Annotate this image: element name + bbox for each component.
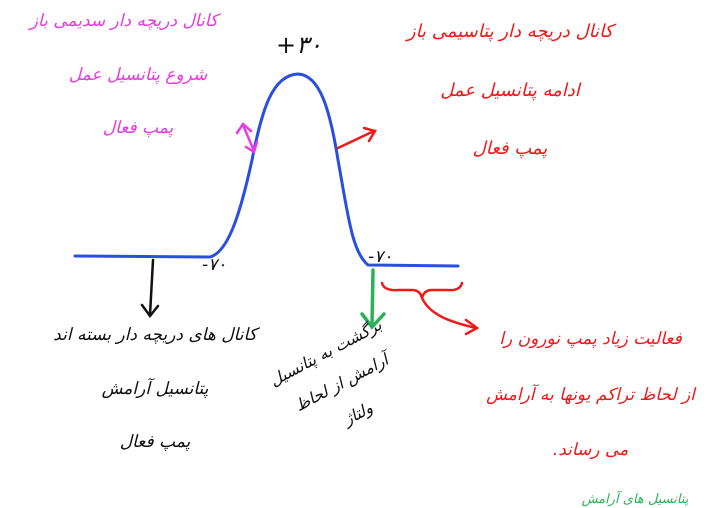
magenta-double-arrow (235, 122, 259, 154)
sodium-note-line-1: کانال دریچه دار سدیمی باز (29, 11, 218, 31)
green-return-arrow (360, 268, 386, 330)
sodium-note-line-3: پمپ فعال (102, 118, 174, 139)
potassium-note-line-1: کانال دریچه دار پتاسیمی باز (406, 21, 614, 42)
resting-note-line-1: کانال های دریچه دار بسته اند (53, 325, 257, 345)
red-brace (380, 281, 480, 336)
cut-off-note: پتانسیل های آرامش (581, 492, 689, 507)
rest-voltage-label-left: -٧٠ (202, 255, 227, 275)
pump-note-line-1: فعالیت زیاد پمپ نورون را (499, 329, 682, 349)
sodium-channel-note: کانال دریچه دار سدیمی باز شروع پتانسیل ع… (29, 11, 218, 139)
potassium-note-line-3: پمپ فعال (472, 138, 548, 160)
resting-note-line-3: پمپ فعال (119, 432, 191, 453)
pump-activity-note: فعالیت زیاد پمپ نورون را از لحاظ تراکم ی… (468, 329, 713, 461)
pump-note-line-3: می رساند. (552, 440, 629, 461)
resting-note-line-2: پتانسیل آرامش (101, 378, 209, 399)
rest-arrow (140, 258, 160, 319)
action-potential-curve (73, 72, 460, 268)
potassium-note-line-2: ادامه پتانسیل عمل (440, 79, 580, 101)
peak-voltage-label: +٣٠ (276, 31, 322, 59)
rest-voltage-label-right: -٧٠ (368, 247, 393, 267)
potassium-channel-note: کانال دریچه دار پتاسیمی باز ادامه پتانسی… (405, 21, 615, 160)
red-repolarization-arrow (336, 126, 377, 150)
pump-note-line-2: از لحاظ تراکم یونها به آرامش (486, 384, 695, 405)
sodium-note-line-2: شروع پتانسیل عمل (68, 64, 208, 85)
resting-potential-note: کانال های دریچه دار بسته اند پتانسیل آرا… (20, 325, 290, 453)
